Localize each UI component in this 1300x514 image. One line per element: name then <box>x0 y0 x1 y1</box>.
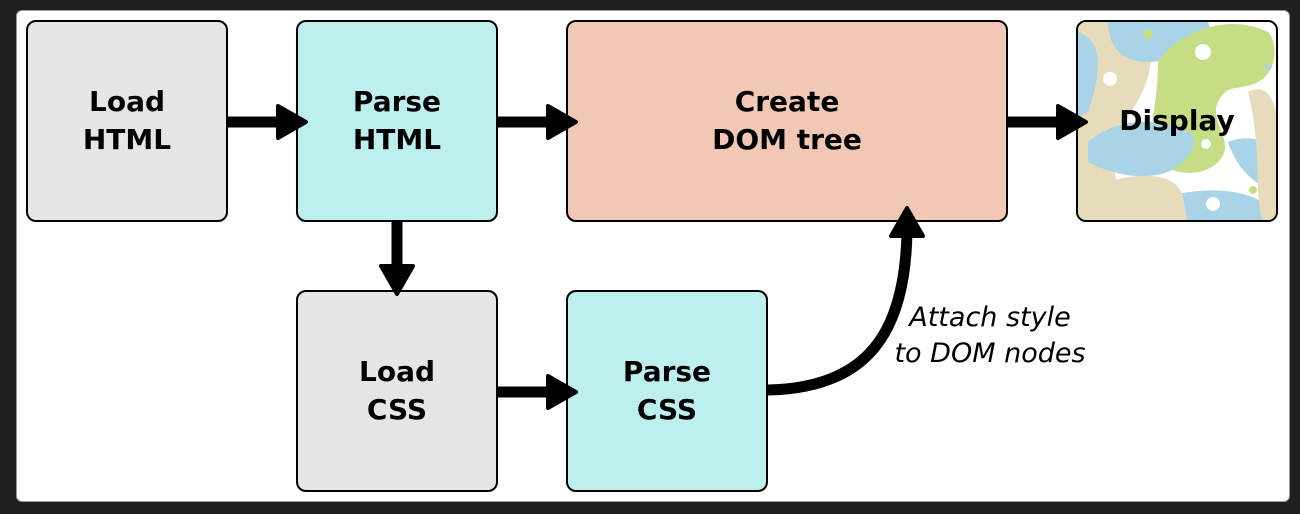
edge-parse-html-to-load-css <box>379 222 415 296</box>
node-label: Create DOM tree <box>712 85 862 156</box>
node-label: Parse CSS <box>622 355 712 426</box>
edge-load-css-to-parse-css <box>498 374 578 410</box>
node-display: Display <box>1076 20 1278 222</box>
node-load-html: Load HTML <box>26 20 228 222</box>
node-label: Load CSS <box>358 355 435 426</box>
edge-parse-html-to-create-dom <box>498 104 578 140</box>
edge-caption-attach-style: Attach style to DOM nodes <box>894 302 1086 369</box>
node-create-dom-tree: Create DOM tree <box>566 20 1008 222</box>
edge-load-html-to-parse-html <box>228 104 308 140</box>
edge-parse-css-to-create-dom <box>767 206 925 396</box>
edge-create-dom-to-display <box>1008 104 1088 140</box>
display-pattern-background <box>1078 22 1276 220</box>
node-label: Display <box>1119 104 1235 137</box>
node-parse-html: Parse HTML <box>296 20 498 222</box>
node-load-css: Load CSS <box>296 290 498 492</box>
node-parse-css: Parse CSS <box>566 290 768 492</box>
node-label: Load HTML <box>82 85 172 156</box>
node-label: Parse HTML <box>352 85 442 156</box>
